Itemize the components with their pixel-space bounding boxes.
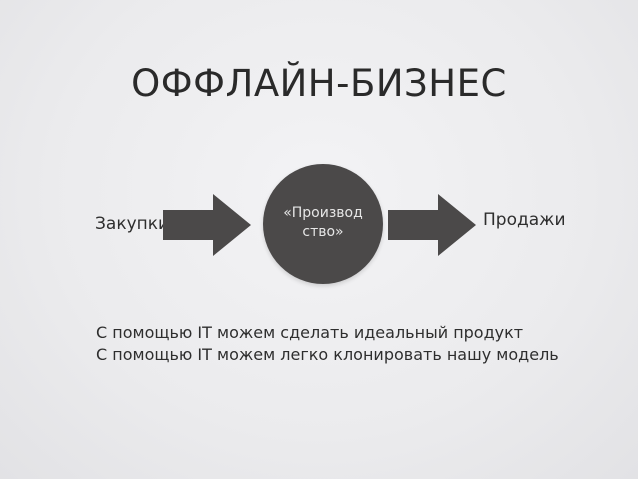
slide-title: ОФФЛАЙН-БИЗНЕС [131, 62, 507, 105]
arrow-left-shape [163, 194, 251, 256]
bullet-list: С помощью IT можем сделать идеальный про… [96, 322, 559, 366]
bullet-item: С помощью IT можем сделать идеальный про… [96, 323, 524, 342]
production-label-line2: ство» [302, 224, 344, 240]
right-arrow-icon [388, 194, 476, 256]
production-label: «Производ ство» [263, 204, 383, 242]
production-circle [263, 164, 383, 284]
arrow-right-shape [388, 194, 476, 256]
bullet-item: С помощью IT можем легко клонировать наш… [96, 345, 559, 364]
right-arrow-icon [163, 194, 251, 256]
sales-label: Продажи [483, 210, 566, 230]
production-label-line1: «Производ [283, 205, 363, 221]
purchases-label: Закупки [95, 214, 170, 234]
